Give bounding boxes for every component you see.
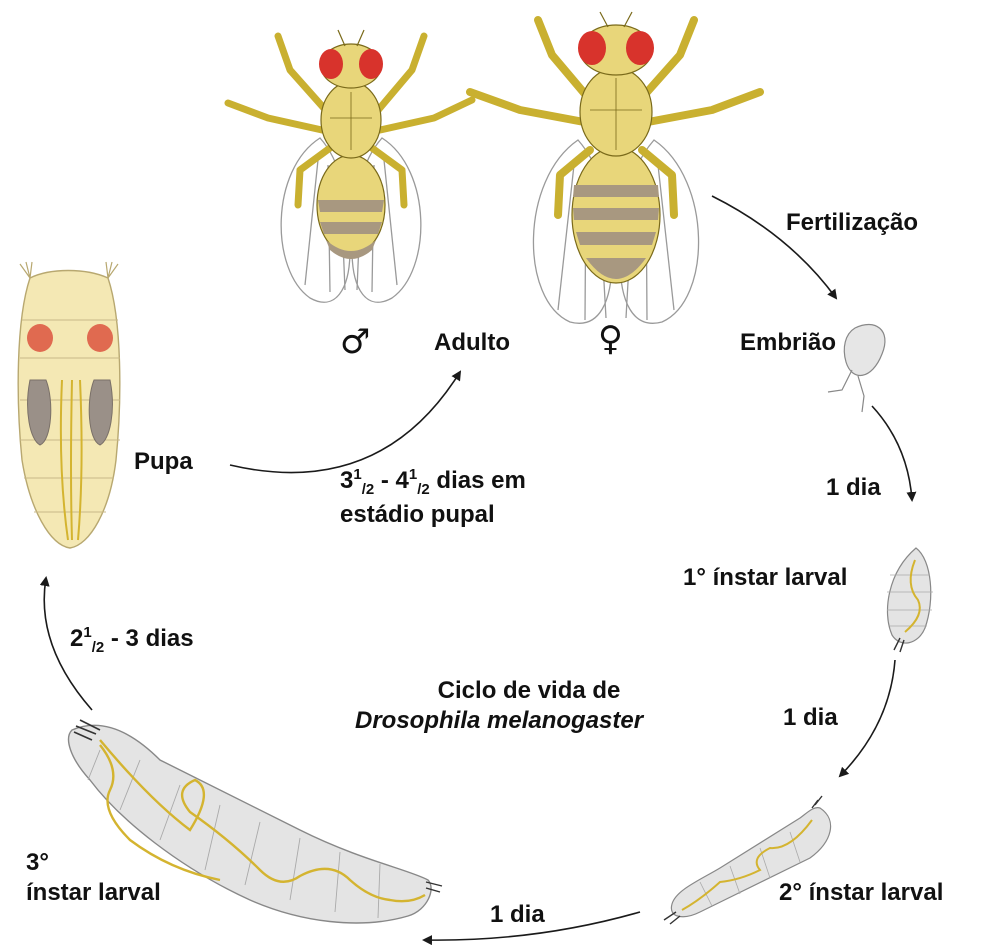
female-fly-illustration: [470, 12, 760, 323]
embryo-illustration: [828, 324, 885, 412]
duration-part: 2: [70, 625, 83, 652]
pupal-duration-line2: estádio pupal: [340, 500, 526, 530]
center-title-species: Drosophila melanogaster: [355, 706, 643, 736]
third-instar-label: 3° ínstar larval: [26, 848, 161, 908]
adult-label: Adulto: [434, 328, 510, 358]
fertilization-label: Fertilização: [786, 208, 918, 238]
center-title-line1: Ciclo de vida de: [355, 676, 643, 706]
third-instar-label-line2: ínstar larval: [26, 878, 161, 908]
first-instar-larva-illustration: [887, 548, 933, 652]
duration-part: 1: [409, 466, 417, 483]
arrow-first-to-second-instar: [840, 660, 895, 776]
duration-part: /2: [362, 481, 375, 498]
first-instar-label: 1° ínstar larval: [683, 563, 847, 593]
duration-part: /2: [417, 481, 430, 498]
duration-part: -: [374, 467, 395, 494]
embryo-label: Embrião: [740, 328, 836, 358]
duration-part: dias em: [430, 467, 526, 494]
pupa-illustration: [18, 262, 120, 548]
pupa-label: Pupa: [134, 447, 193, 477]
duration-part: 4: [396, 467, 409, 494]
male-fly-illustration: [228, 30, 472, 302]
second-instar-label: 2° ínstar larval: [779, 878, 943, 908]
embryo-duration-label: 1 dia: [826, 473, 881, 503]
first-instar-duration-label: 1 dia: [783, 703, 838, 733]
duration-part: 1: [83, 624, 91, 641]
duration-part: - 3 dias: [104, 625, 193, 652]
duration-part: /2: [92, 639, 105, 656]
third-instar-label-line1: 3°: [26, 848, 161, 878]
male-symbol: ♂: [340, 325, 370, 359]
second-instar-duration-label: 1 dia: [490, 900, 545, 930]
pupal-duration-line1: 31/2 - 41/2 dias em: [340, 466, 526, 500]
arrow-pupa-to-adult: [230, 372, 460, 473]
pupal-duration-label: 31/2 - 41/2 dias em estádio pupal: [340, 466, 526, 530]
duration-part: 3: [340, 467, 353, 494]
third-instar-duration-label: 21/2 - 3 dias: [70, 624, 194, 658]
female-symbol: ♀: [598, 322, 623, 356]
center-title: Ciclo de vida de Drosophila melanogaster: [355, 676, 643, 736]
duration-part: 1: [353, 466, 361, 483]
